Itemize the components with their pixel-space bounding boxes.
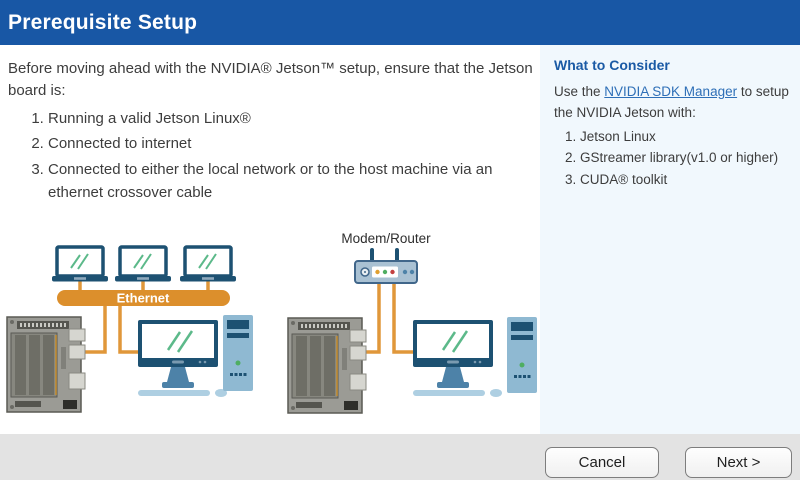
- list-item: CUDA® toolkit: [580, 169, 792, 191]
- jetson-board-icon: [5, 315, 87, 414]
- list-item: Jetson Linux: [580, 126, 792, 148]
- next-button[interactable]: Next >: [685, 447, 792, 478]
- page-title: Prerequisite Setup: [8, 10, 198, 34]
- sidebar-list: Jetson Linux GStreamer library(v1.0 or h…: [554, 126, 792, 191]
- desktop-tower-icon: [507, 317, 537, 393]
- list-item: Connected to either the local network or…: [48, 158, 542, 205]
- laptop-icon: [178, 245, 238, 284]
- lan-network-diagram: Ethernet: [5, 245, 253, 414]
- sidebar-text-prefix: Use the: [554, 84, 605, 99]
- ethernet-bus: Ethernet: [57, 290, 230, 306]
- intro-text: Before moving ahead with the NVIDIA® Jet…: [8, 60, 533, 99]
- router-connection-lines: [364, 283, 415, 354]
- main-content: Before moving ahead with the NVIDIA® Jet…: [0, 45, 540, 434]
- cancel-button[interactable]: Cancel: [545, 447, 659, 478]
- jetson-board-icon: [286, 316, 368, 415]
- sidebar-what-to-consider: What to Consider Use the NVIDIA SDK Mana…: [540, 45, 800, 434]
- sidebar-text-suffix: to setup the NVIDIA Jetson with:: [554, 84, 789, 120]
- desktop-monitor-icon: [136, 318, 229, 399]
- desktop-tower-icon: [223, 315, 253, 391]
- laptop-icon: [50, 245, 110, 284]
- router-icon: [354, 248, 418, 284]
- router-label: Modem/Router: [341, 231, 431, 246]
- sidebar-heading: What to Consider: [554, 57, 670, 73]
- sdk-manager-link[interactable]: NVIDIA SDK Manager: [604, 84, 738, 99]
- header-bar: Prerequisite Setup: [0, 0, 800, 45]
- router-network-diagram: Modem/Router: [286, 231, 537, 415]
- list-item: GStreamer library(v1.0 or higher): [580, 147, 792, 169]
- list-item: Running a valid Jetson Linux®: [48, 107, 542, 130]
- laptop-icon: [113, 245, 173, 284]
- footer-bar: Cancel Next >: [0, 434, 800, 480]
- prerequisite-list: Running a valid Jetson Linux® Connected …: [8, 107, 542, 206]
- list-item: Connected to internet: [48, 132, 542, 155]
- sidebar-paragraph: Use the NVIDIA SDK Manager to setup the …: [554, 82, 792, 124]
- ethernet-label: Ethernet: [117, 291, 170, 306]
- desktop-monitor-icon: [411, 318, 504, 399]
